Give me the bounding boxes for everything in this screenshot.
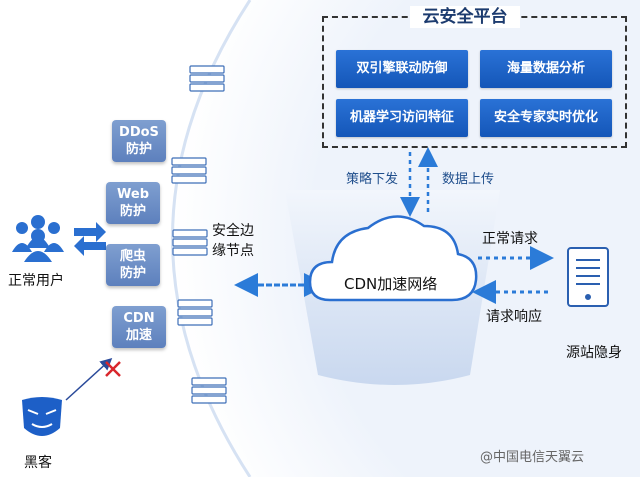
shield-cdn-line2: 加速 <box>125 328 152 343</box>
users-arrows <box>74 222 106 256</box>
edge-server-icons <box>171 65 227 404</box>
label-edge-line1: 安全边 <box>212 223 254 239</box>
attack-arrow <box>65 357 113 401</box>
label-normal-request: 正常请求 <box>482 231 538 247</box>
shield-cdn-line1: CDN <box>123 311 155 326</box>
shield-web: Web 防护 <box>106 182 160 224</box>
cdn-origin-arrows <box>472 246 554 304</box>
label-strategy-down: 策略下发 <box>346 172 399 187</box>
label-normal-users: 正常用户 <box>8 273 64 289</box>
block-cross-icon <box>105 361 121 377</box>
shield-crawler-line1: 爬虫 <box>119 249 146 264</box>
feature-big-data: 海量数据分析 <box>480 50 612 88</box>
shield-ddos: DDoS 防护 <box>112 120 166 162</box>
shield-cdn: CDN 加速 <box>112 306 166 348</box>
shield-web-line2: 防护 <box>119 204 146 219</box>
origin-server-icon <box>567 247 609 307</box>
hacker-icon <box>22 397 62 436</box>
label-origin-hidden: 源站隐身 <box>566 345 622 361</box>
users-icon <box>12 215 64 262</box>
label-hacker: 黑客 <box>24 455 52 471</box>
label-cdn-network: CDN加速网络 <box>344 275 438 293</box>
feature-expert-optimization: 安全专家实时优化 <box>480 99 612 137</box>
shield-crawler: 爬虫 防护 <box>106 244 160 286</box>
feature-machine-learning: 机器学习访问特征 <box>336 99 468 137</box>
shield-web-line1: Web <box>117 187 149 202</box>
shield-crawler-line2: 防护 <box>119 266 146 281</box>
label-data-up: 数据上传 <box>442 172 495 187</box>
watermark: @中国电信天翼云 <box>480 450 585 465</box>
cdn-cloud-icon <box>308 215 478 302</box>
shield-ddos-line2: 防护 <box>125 142 152 157</box>
platform-cloud-arrows <box>400 147 438 217</box>
label-request-response: 请求响应 <box>486 309 542 325</box>
feature-dual-engine: 双引擎联动防御 <box>336 50 468 88</box>
shield-ddos-line1: DDoS <box>119 125 159 140</box>
platform-title: 云安全平台 <box>410 6 520 28</box>
label-edge-line2: 缘节点 <box>212 243 254 259</box>
